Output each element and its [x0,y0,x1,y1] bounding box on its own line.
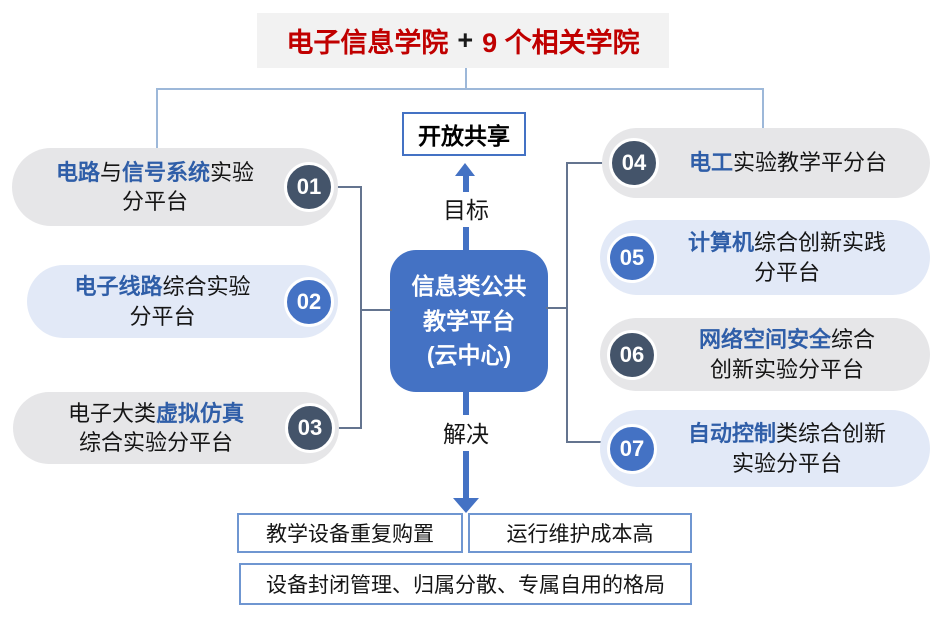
platform-text-04: 电工实验教学平分台 [688,150,888,176]
platform-pill-03: 电子大类虚拟仿真综合实验分平台 03 [13,392,339,464]
title-count: 9 个相关学院 [482,28,640,58]
platform-badge-02: 02 [284,276,334,327]
connector-title-stub [465,68,467,88]
platform-pill-05: 计算机综合创新实践分平台 05 [600,220,930,295]
solve-arrow-shaft-top [463,392,469,415]
title-plus-sign: + [457,25,474,55]
bracket-left-to-center [360,309,392,311]
platform-text-05: 计算机综合创新实践分平台 [687,230,887,285]
platform-pill-04: 电工实验教学平分台 04 [602,128,930,198]
platform-badge-04: 04 [609,138,659,188]
platform-badge-03: 03 [285,403,335,453]
center-node-line1: 信息类公共 [411,273,527,300]
connector-left-drop [156,88,158,150]
platform-text-01: 电路与信号系统实验分平台 [55,159,255,214]
center-node-line3: (云中心) [426,342,512,369]
platform-text-06: 网络空间安全综合创新实验分平台 [698,327,876,382]
bracket-left-branch-01 [335,186,362,188]
bracket-left-vertical [360,186,362,429]
platform-pill-02: 电子线路综合实验分平台 02 [27,265,338,338]
goal-arrow-shaft-bottom [463,227,469,250]
platform-badge-07: 07 [607,423,657,474]
platform-pill-01: 电路与信号系统实验分平台 01 [12,148,338,226]
goal-arrow-shaft-top [463,175,469,192]
diagram-title: 电子信息学院 + 9 个相关学院 [257,13,669,68]
solve-label: 解决 [443,421,489,447]
platform-badge-05: 05 [607,232,657,283]
problem-box-1: 教学设备重复购置 [237,513,463,553]
platform-text-07: 自动控制类综合创新实验分平台 [687,421,887,476]
solve-arrow-shaft-bottom [463,451,469,498]
center-platform-node: 信息类公共 教学平台 (云中心) [390,250,548,392]
down-arrow-icon [453,498,479,513]
goal-label: 目标 [443,197,489,223]
platform-text-02: 电子线路综合实验分平台 [74,274,251,329]
connector-top-horizontal [156,88,764,90]
bracket-right-from-center [546,307,568,309]
up-arrow-icon [455,163,475,176]
platform-text-03: 电子大类虚拟仿真综合实验分平台 [67,400,245,455]
platform-badge-01: 01 [284,162,334,212]
platform-badge-06: 06 [607,329,657,380]
title-college: 电子信息学院 [286,28,449,58]
bracket-left-branch-03 [335,427,362,429]
bracket-right-branch-04 [566,162,604,164]
problem-box-3: 设备封闭管理、归属分散、专属自用的格局 [239,563,692,605]
connector-right-drop [762,88,764,130]
open-share-box: 开放共享 [402,112,526,156]
platform-pill-06: 网络空间安全综合创新实验分平台 06 [600,318,930,391]
bracket-right-vertical [566,162,568,443]
platform-pill-07: 自动控制类综合创新实验分平台 07 [600,410,930,487]
center-node-line2: 教学平台 [423,307,515,334]
problem-box-2: 运行维护成本高 [468,513,692,553]
bracket-right-branch-07 [566,441,604,443]
